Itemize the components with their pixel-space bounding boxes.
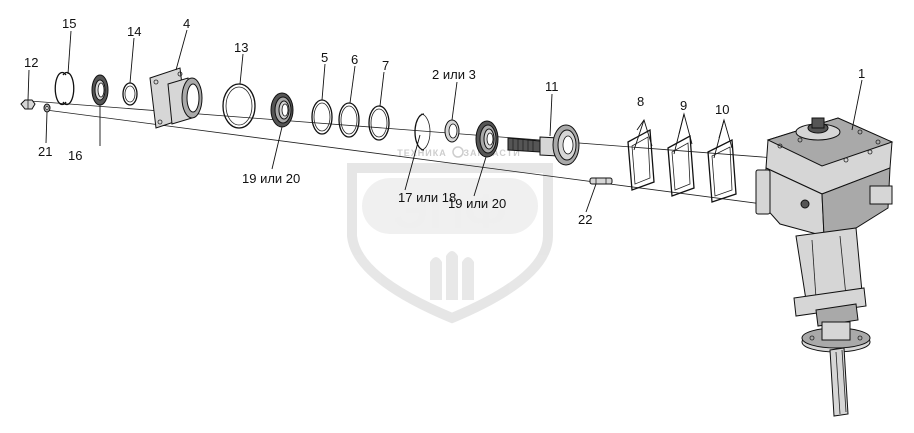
label-9: 9 — [680, 98, 687, 113]
label-6: 6 — [351, 52, 358, 67]
part-16-retaining-ring — [414, 113, 431, 151]
label-12: 12 — [24, 55, 38, 70]
part-2-3-spacer — [444, 119, 460, 143]
part-14-ring — [122, 82, 138, 106]
part-12-nut — [20, 99, 36, 110]
part-5-ring — [311, 99, 333, 135]
part-labels: 12 21 15 16 14 4 13 19 или 20 5 6 7 17 и… — [24, 16, 865, 227]
label-17-18: 16 — [68, 148, 82, 163]
part-19-20-bearing-right — [475, 120, 499, 158]
label-21: 21 — [38, 144, 52, 159]
part-8-gasket — [627, 128, 655, 191]
label-2-3: 2 или 3 — [432, 67, 476, 82]
label-16: 17 или 18 — [398, 190, 456, 205]
part-4-flange-cover — [149, 67, 203, 129]
watermark-logo-text: ЭПФ — [393, 183, 507, 239]
part-7-ring — [368, 105, 390, 141]
part-11-shaft-gear — [507, 124, 580, 166]
label-19-20-right: 19 или 20 — [448, 196, 506, 211]
part-6-ring — [338, 102, 360, 138]
label-10: 10 — [715, 102, 729, 117]
part-13-large-o-ring — [222, 83, 256, 129]
part-10-gasket — [707, 138, 737, 203]
watermark-caption-left: ТЕХНИКА — [397, 148, 446, 158]
label-4: 4 — [183, 16, 190, 31]
label-22: 22 — [578, 212, 592, 227]
label-11: 11 — [545, 79, 559, 94]
watermark-gear-icon — [452, 146, 464, 158]
label-8: 8 — [637, 94, 644, 109]
part-21-washer — [43, 103, 51, 113]
label-13: 13 — [234, 40, 248, 55]
part-15-retaining-ring — [54, 71, 75, 106]
part-22-pin — [589, 177, 613, 185]
part-1-gearbox-housing — [755, 117, 894, 417]
label-5: 5 — [321, 50, 328, 65]
label-14: 14 — [127, 24, 141, 39]
leader-lines — [27, 29, 863, 213]
watermark-wheat-icon — [430, 251, 474, 300]
part-19-20-bearing-left — [270, 92, 294, 128]
part-9-gasket — [667, 134, 695, 197]
label-15: 15 — [62, 16, 76, 31]
part-17-18-seal — [91, 74, 109, 106]
watermark-logo: ЭПФ ТЕХНИКА ЗАПЧАСТИ — [347, 146, 553, 324]
label-19-20-left: 19 или 20 — [242, 171, 300, 186]
label-1: 1 — [858, 66, 865, 81]
label-7: 7 — [382, 58, 389, 73]
